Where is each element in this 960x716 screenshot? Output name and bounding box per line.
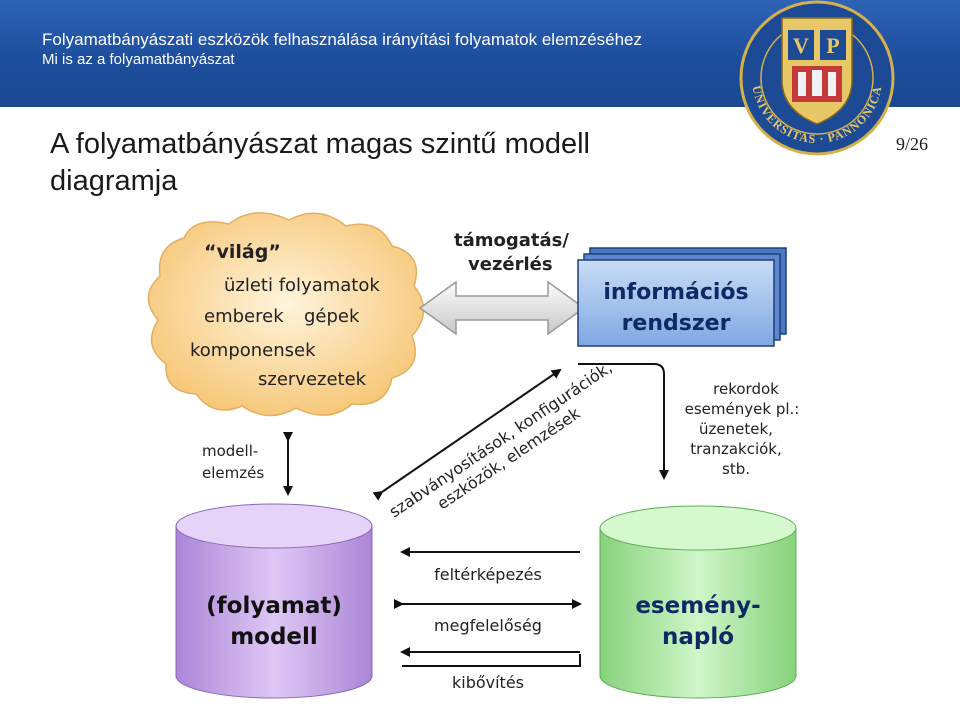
info-system-label-2: rendszer — [622, 311, 731, 336]
process-model-cylinder: (folyamat) modell — [175, 503, 373, 699]
cloud-title: “világ” — [204, 241, 281, 263]
process-mining-diagram: “világ” üzleti folyamatok emberek gépek … — [147, 212, 800, 699]
records-line-4: tranzakciók, — [690, 440, 782, 458]
modeling-label-1: modell- — [202, 442, 258, 460]
enhancement-label: kibővítés — [452, 673, 524, 692]
cloud-line-people: emberek — [204, 306, 284, 327]
records-line-5: stb. — [722, 460, 750, 478]
header-title: Folyamatbányászati eszközök felhasználás… — [42, 30, 643, 49]
records-line-3: üzenetek, — [699, 420, 773, 438]
records-arrow — [578, 363, 669, 480]
records-line-2: események pl.: — [685, 400, 800, 418]
cloud-line-machines: gépek — [304, 306, 360, 327]
cloud-line-business-processes: üzleti folyamatok — [224, 275, 380, 296]
event-log-cylinder: esemény- napló — [599, 505, 797, 699]
seal-letter-p: P — [826, 33, 839, 58]
slide-title: A folyamatbányászat magas szintű modell … — [50, 126, 710, 200]
support-label-1: támogatás/ — [454, 230, 569, 251]
discovery-label: feltérképezés — [434, 565, 542, 584]
records-line-1: rekordok — [713, 380, 779, 398]
model-label-1: (folyamat) — [206, 593, 342, 619]
info-system-label-1: információs — [603, 280, 748, 305]
records-text: rekordok események pl.: üzenetek, tranza… — [685, 380, 800, 478]
support-label-2: vezérlés — [468, 254, 553, 275]
log-label-1: esemény- — [635, 593, 760, 619]
slide-title-line-2: diagramja — [50, 165, 178, 197]
header-subtitle: Mi is az a folyamatbányászat — [42, 51, 235, 68]
page-number: 9/26 — [896, 134, 929, 154]
world-cloud: “világ” üzleti folyamatok emberek gépek … — [147, 212, 425, 417]
enhancement-bracket — [402, 654, 581, 667]
information-system-box: információs rendszer — [577, 247, 787, 347]
cloud-line-components: komponensek — [190, 340, 316, 361]
diagram-area: “világ” üzleti folyamatok emberek gépek … — [124, 196, 838, 716]
log-label-2: napló — [662, 624, 734, 650]
cloud-line-organizations: szervezetek — [258, 369, 367, 390]
configuration-arrow — [372, 368, 562, 501]
diagonal-label-1: szabványosítások, konfigurációk, — [386, 358, 616, 522]
support-control-arrow — [418, 280, 586, 336]
seal-letter-v: V — [793, 33, 809, 58]
university-seal-logo: UNIVERSITAS · PANNONICA V P — [739, 0, 895, 156]
slide-title-line-1: A folyamatbányászat magas szintű modell — [50, 128, 590, 160]
conformance-label: megfelelőség — [434, 616, 542, 635]
model-label-2: modell — [230, 624, 318, 650]
modeling-label-2: elemzés — [202, 464, 264, 482]
